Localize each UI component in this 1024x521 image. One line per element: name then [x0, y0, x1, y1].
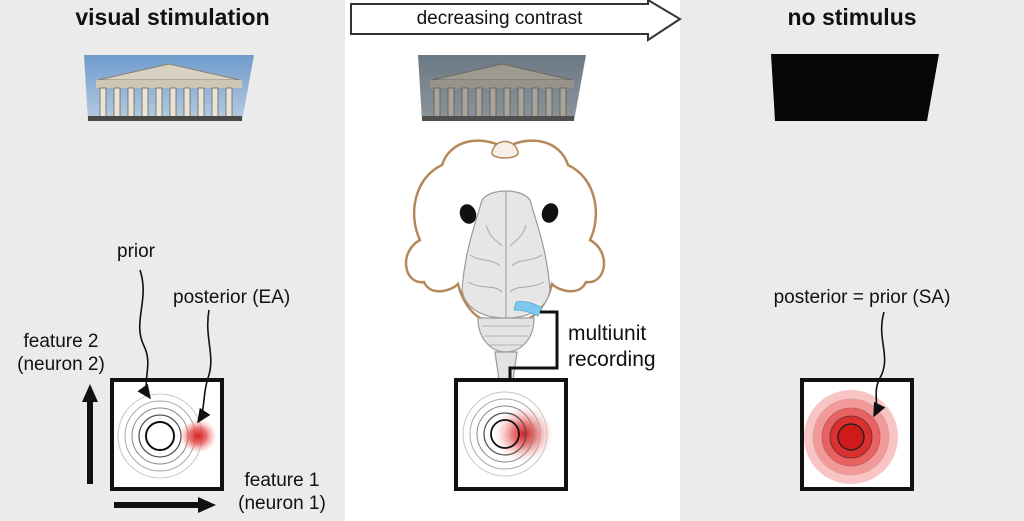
- decreasing-contrast-label: decreasing contrast: [416, 8, 583, 29]
- middle-prior-rings: [462, 391, 548, 477]
- prior-label: prior: [117, 241, 156, 262]
- title-no-stimulus: no stimulus: [787, 4, 917, 30]
- feature-2-line-1: feature 2: [23, 331, 99, 352]
- recording-line-1: multiunit: [568, 322, 647, 345]
- right-posterior-equals-prior: [804, 390, 898, 484]
- ferret-brain-icon: [404, 139, 606, 381]
- feature-1-line-2: (neuron 1): [238, 493, 326, 514]
- feature-2-line-2: (neuron 2): [17, 354, 105, 375]
- posterior-ea-pointer-arrow: [197, 309, 212, 424]
- feature-1-line-1: feature 1: [244, 470, 320, 491]
- middle-posterior-blob: [494, 406, 554, 462]
- multiunit-recording-label: multiunit recording: [568, 321, 656, 373]
- temple-photo-low-contrast-icon: [418, 55, 586, 121]
- prior-pointer-arrow: [137, 269, 151, 400]
- feature-1-label: feature 1 (neuron 1): [226, 469, 338, 515]
- blank-screen-icon: [771, 54, 939, 121]
- recording-site-marker: [513, 300, 543, 317]
- posterior-sa-pointer-arrow: [873, 311, 886, 418]
- decreasing-contrast-arrow: [350, 0, 682, 42]
- feature-2-label: feature 2 (neuron 2): [2, 330, 120, 376]
- recording-wire: [508, 310, 559, 378]
- title-visual-stimulation: visual stimulation: [75, 4, 270, 30]
- posterior-equals-prior-label: posterior = prior (SA): [773, 287, 951, 308]
- temple-photo-icon: [84, 55, 254, 121]
- posterior-ea-label: posterior (EA): [173, 287, 291, 308]
- left-posterior-blob: [179, 419, 217, 453]
- recording-line-2: recording: [568, 348, 656, 371]
